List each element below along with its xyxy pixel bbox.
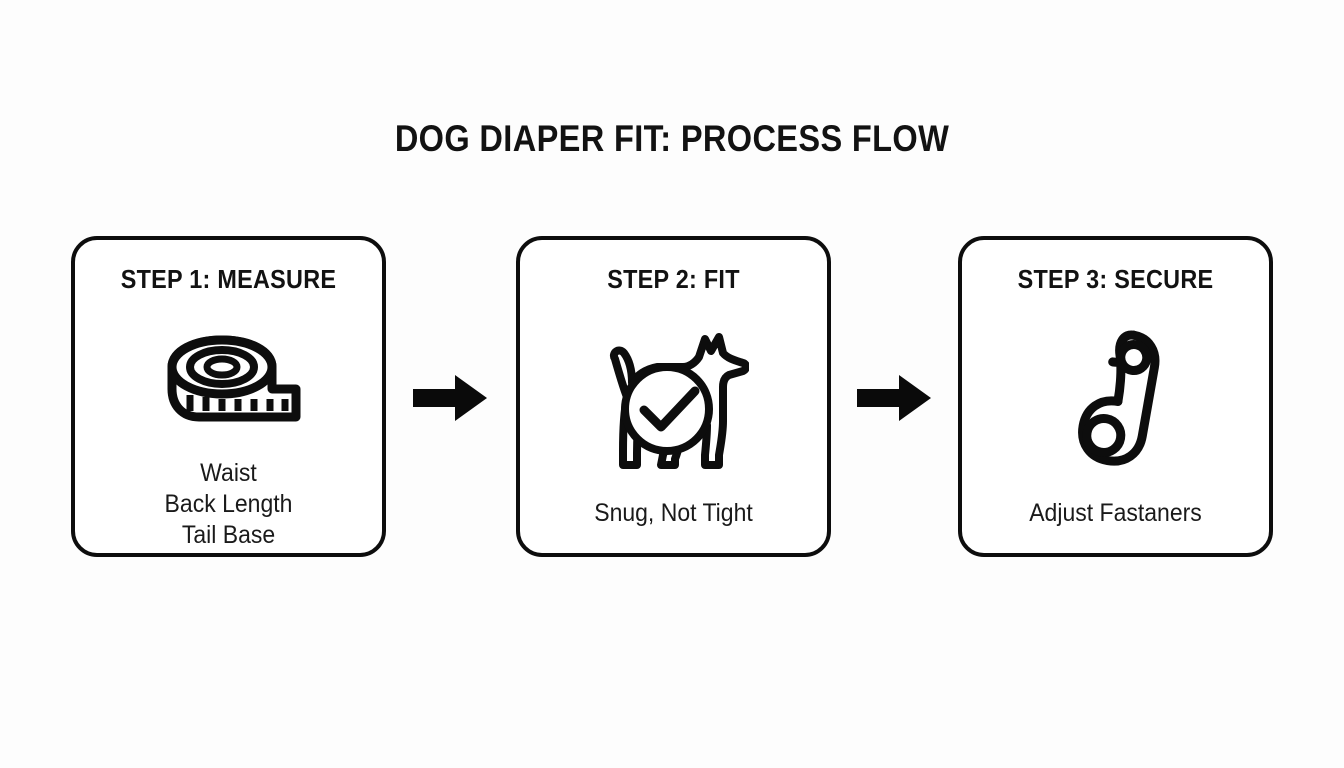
step-2-caption: Snug, Not Tight (532, 498, 814, 529)
step-3-header: STEP 3: SECURE (1017, 264, 1214, 294)
caption-line: Waist (200, 459, 257, 487)
step-2-header: STEP 2: FIT (607, 264, 740, 294)
step-3-caption: Adjust Fastaners (974, 498, 1256, 529)
step-1-header: STEP 1: MEASURE (120, 264, 337, 294)
safety-pin-icon (962, 312, 1269, 477)
arrow-step1-to-step2-icon (413, 375, 487, 421)
step-card-fit: STEP 2: FIT Snug, Not Tight (516, 236, 831, 557)
caption-line: Tail Base (181, 521, 276, 549)
step-card-measure: STEP 1: MEASURE (71, 236, 386, 557)
step-1-caption: Waist Back Length Tail Base (87, 458, 369, 551)
step-card-secure: STEP 3: SECURE Adjust Fastaners (958, 236, 1273, 557)
arrow-step2-to-step3-icon (857, 375, 931, 421)
dog-check-icon (520, 312, 827, 477)
caption-line: Adjust Fastaners (1029, 499, 1202, 527)
caption-line: Back Length (164, 490, 293, 518)
tape-measure-icon (75, 320, 382, 460)
page-title: DOG DIAPER FIT: PROCESS FLOW (394, 118, 950, 159)
caption-line: Snug, Not Tight (594, 499, 753, 527)
